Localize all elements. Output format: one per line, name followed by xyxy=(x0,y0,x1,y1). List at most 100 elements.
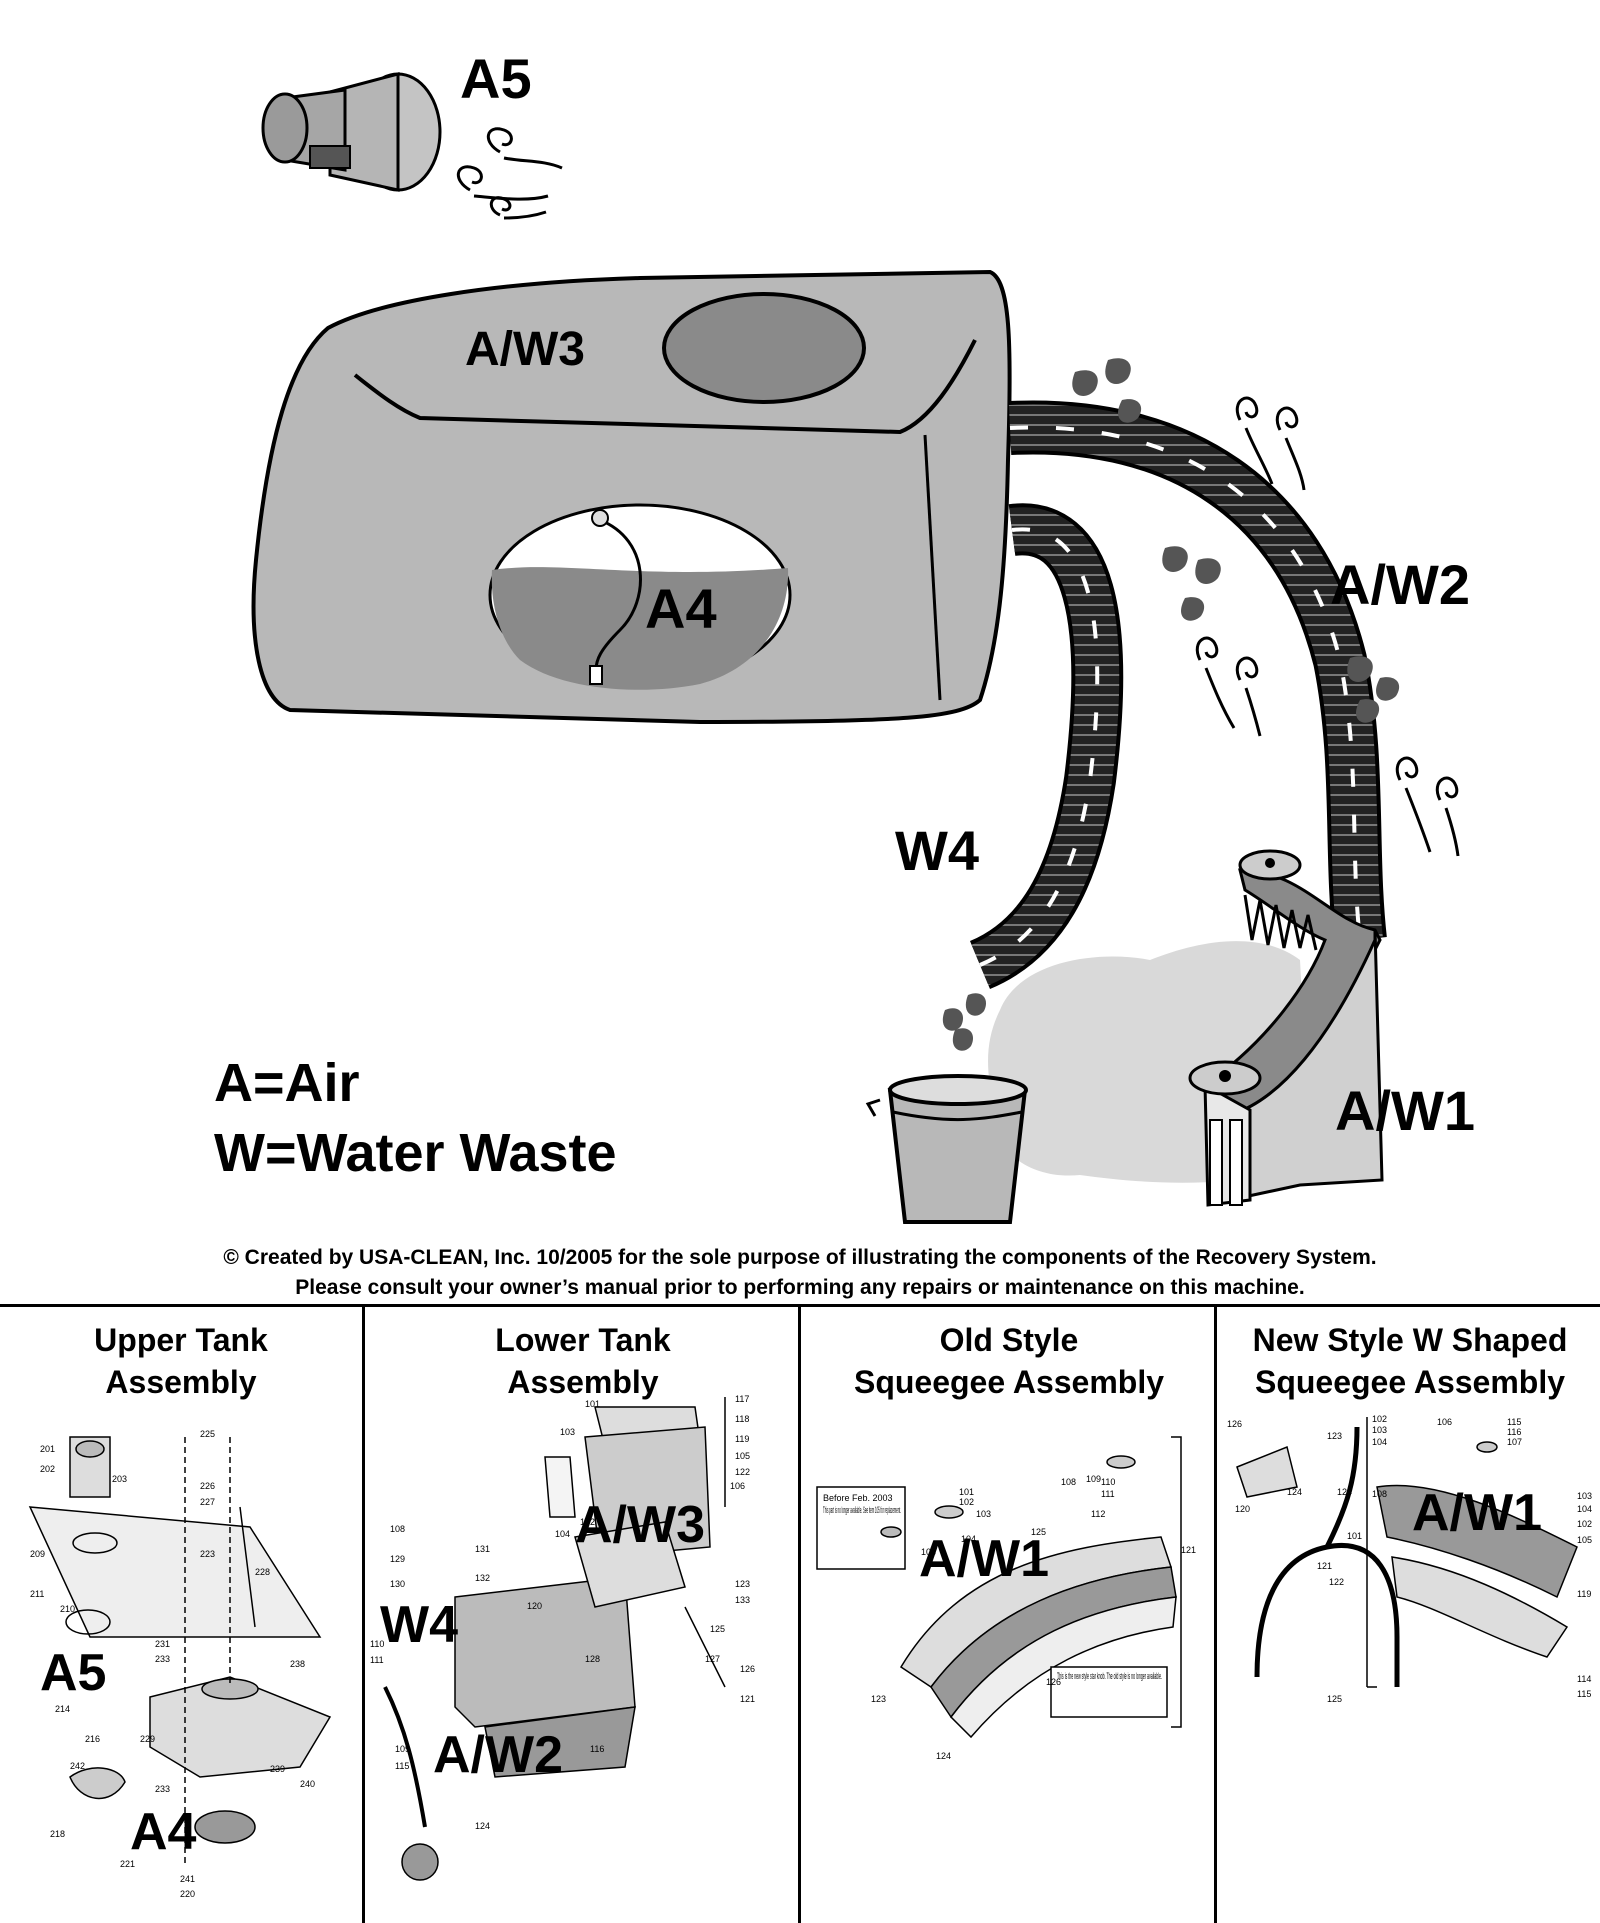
svg-text:110: 110 xyxy=(370,1639,384,1649)
svg-text:238: 238 xyxy=(290,1659,305,1669)
svg-text:112: 112 xyxy=(1091,1509,1105,1519)
svg-text:101: 101 xyxy=(1347,1531,1362,1541)
svg-text:104: 104 xyxy=(555,1529,570,1539)
svg-text:119: 119 xyxy=(735,1434,749,1444)
svg-text:124: 124 xyxy=(1287,1487,1302,1497)
svg-text:233: 233 xyxy=(155,1784,170,1794)
credit-notice: © Created by USA-CLEAN, Inc. 10/2005 for… xyxy=(0,1243,1600,1303)
svg-text:104: 104 xyxy=(1372,1437,1387,1447)
svg-text:242: 242 xyxy=(70,1761,85,1771)
svg-text:121: 121 xyxy=(740,1694,755,1704)
panel-title: Old Style Squeegee Assembly xyxy=(853,1322,1165,1400)
svg-text:201: 201 xyxy=(40,1444,55,1454)
panel-2-overlay-w4: W4 xyxy=(380,1596,458,1654)
label-aw1: A/W1 xyxy=(1335,1079,1475,1142)
recovery-system-illustration xyxy=(251,72,1460,1224)
svg-text:133: 133 xyxy=(735,1595,750,1605)
note-before-feb-2003: Before Feb. 2003 xyxy=(823,1493,893,1503)
legend: A=Air W=Water Waste xyxy=(214,1048,617,1188)
svg-text:211: 211 xyxy=(30,1589,44,1599)
svg-text:123: 123 xyxy=(1327,1431,1342,1441)
svg-text:105: 105 xyxy=(735,1451,750,1461)
svg-text:104: 104 xyxy=(1577,1504,1592,1514)
svg-text:228: 228 xyxy=(255,1567,270,1577)
svg-text:111: 111 xyxy=(370,1655,384,1665)
svg-text:126: 126 xyxy=(740,1664,755,1674)
svg-text:102: 102 xyxy=(580,1517,595,1527)
svg-text:125: 125 xyxy=(1031,1527,1046,1537)
label-aw3: A/W3 xyxy=(465,323,585,376)
svg-text:229: 229 xyxy=(140,1734,155,1744)
svg-text:209: 209 xyxy=(30,1549,45,1559)
legend-air: A=Air xyxy=(214,1053,360,1113)
svg-text:239: 239 xyxy=(270,1764,285,1774)
label-a5: A5 xyxy=(460,47,532,110)
svg-text:132: 132 xyxy=(475,1573,490,1583)
panel-old-squeegee: Old Style Squeegee Assembly Before Feb. … xyxy=(798,1307,1217,1923)
svg-text:103: 103 xyxy=(976,1509,991,1519)
note-no-longer-available: This part is no longer available. See it… xyxy=(823,1505,901,1515)
label-a4: A4 xyxy=(645,577,717,640)
note-new-star-knob: This is the new style star knob. The old… xyxy=(1057,1671,1162,1681)
svg-text:129: 129 xyxy=(390,1554,405,1564)
svg-text:121: 121 xyxy=(1317,1561,1332,1571)
credit-line-2: Please consult your owner’s manual prior… xyxy=(295,1276,1305,1299)
squeegee-aw1 xyxy=(1188,849,1384,1207)
panel-1-overlay-a4: A4 xyxy=(130,1803,197,1861)
svg-text:122: 122 xyxy=(735,1467,750,1477)
svg-text:106: 106 xyxy=(1437,1417,1452,1427)
svg-text:233: 233 xyxy=(155,1654,170,1664)
svg-text:118: 118 xyxy=(735,1414,749,1424)
svg-text:103: 103 xyxy=(1577,1491,1592,1501)
hose-w4 xyxy=(969,503,1124,989)
svg-text:120: 120 xyxy=(527,1601,542,1611)
label-w4: W4 xyxy=(895,819,979,882)
svg-text:108: 108 xyxy=(1061,1477,1076,1487)
svg-text:107: 107 xyxy=(1507,1437,1522,1447)
panel-4-overlay-aw1: A/W1 xyxy=(1412,1484,1542,1542)
svg-text:115: 115 xyxy=(395,1761,409,1771)
svg-text:203: 203 xyxy=(112,1474,127,1484)
svg-text:123: 123 xyxy=(871,1694,886,1704)
svg-text:102: 102 xyxy=(1372,1414,1387,1424)
svg-text:116: 116 xyxy=(1507,1427,1521,1437)
svg-text:103: 103 xyxy=(560,1427,575,1437)
old-squeegee-exploded-view: Before Feb. 2003 This part is no longer … xyxy=(816,1436,1196,1761)
svg-text:127: 127 xyxy=(705,1654,720,1664)
svg-text:218: 218 xyxy=(50,1829,65,1839)
svg-text:131: 131 xyxy=(475,1544,490,1554)
panel-title: New Style W Shaped Squeegee Assembly xyxy=(1252,1322,1568,1400)
svg-text:216: 216 xyxy=(85,1734,100,1744)
recovery-tank-aw3 xyxy=(251,269,1012,725)
svg-text:124: 124 xyxy=(1337,1487,1352,1497)
svg-text:117: 117 xyxy=(735,1394,749,1404)
svg-text:125: 125 xyxy=(1327,1694,1342,1704)
svg-text:114: 114 xyxy=(1577,1674,1591,1684)
svg-text:122: 122 xyxy=(1329,1577,1344,1587)
svg-text:108: 108 xyxy=(1372,1489,1387,1499)
svg-text:103: 103 xyxy=(1372,1425,1387,1435)
svg-text:221: 221 xyxy=(120,1859,135,1869)
svg-text:240: 240 xyxy=(300,1779,315,1789)
svg-text:108: 108 xyxy=(390,1524,405,1534)
svg-text:101: 101 xyxy=(585,1399,600,1409)
svg-text:225: 225 xyxy=(200,1429,215,1439)
svg-text:120: 120 xyxy=(1235,1504,1250,1514)
panel-title: Lower Tank Assembly xyxy=(495,1322,671,1400)
svg-text:119: 119 xyxy=(1577,1589,1591,1599)
svg-text:223: 223 xyxy=(200,1549,215,1559)
svg-text:226: 226 xyxy=(200,1481,215,1491)
svg-text:130: 130 xyxy=(390,1579,405,1589)
air-swirl-icon xyxy=(457,127,563,220)
panel-3-overlay-aw1: A/W1 xyxy=(919,1530,1049,1588)
legend-water: W=Water Waste xyxy=(214,1123,617,1183)
svg-text:105: 105 xyxy=(1577,1535,1592,1545)
svg-text:109: 109 xyxy=(1086,1474,1101,1484)
hose-aw2 xyxy=(1008,400,1387,943)
air-swirls-icon xyxy=(1195,396,1460,857)
vacuum-motor-a5 xyxy=(261,72,442,192)
